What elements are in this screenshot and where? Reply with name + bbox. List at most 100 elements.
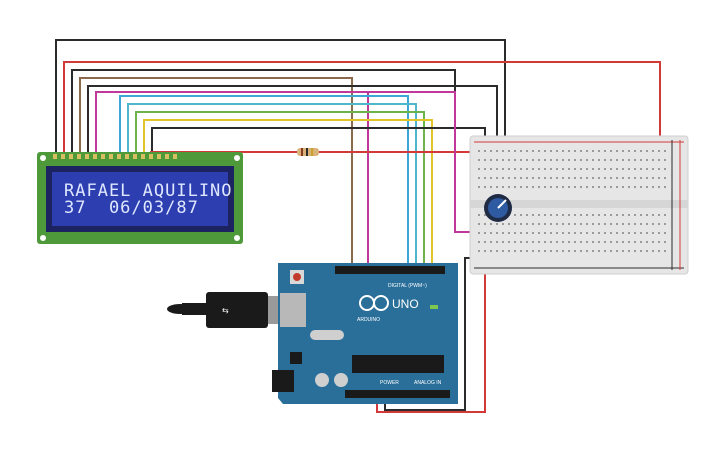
breadboard-hole [658,223,660,225]
breadboard-hole [568,250,570,252]
breadboard-hole [532,223,534,225]
breadboard-hole [550,250,552,252]
power-label: POWER [380,380,399,386]
breadboard-hole [598,241,600,243]
breadboard-hole [496,168,498,170]
breadboard-hole [622,150,624,152]
wire-red-top[interactable] [63,61,661,157]
breadboard-hole [478,241,480,243]
breadboard-hole [550,150,552,152]
breadboard-hole [592,159,594,161]
wire-green[interactable] [135,111,425,268]
breadboard-hole [652,168,654,170]
breadboard-hole [550,223,552,225]
breadboard-hole [544,223,546,225]
breadboard-hole [502,150,504,152]
breadboard-hole [598,159,600,161]
breadboard-hole [634,241,636,243]
breadboard-hole [664,223,666,225]
breadboard-hole [508,241,510,243]
breadboard-hole [580,214,582,216]
breadboard-hole [520,168,522,170]
breadboard-hole [616,168,618,170]
breadboard-hole [568,214,570,216]
breadboard-hole [640,168,642,170]
breadboard-hole [484,241,486,243]
breadboard-hole [586,232,588,234]
breadboard[interactable] [469,135,689,275]
breadboard-hole [580,159,582,161]
wire-cyan-2[interactable] [127,103,417,268]
breadboard-hole [478,159,480,161]
wire-cyan[interactable] [119,95,409,268]
breadboard-hole [550,241,552,243]
breadboard-hole [598,186,600,188]
breadboard-hole [604,186,606,188]
resistor[interactable] [297,148,319,156]
breadboard-hole [616,250,618,252]
breadboard-hole [616,177,618,179]
breadboard-hole [628,150,630,152]
breadboard-hole [526,186,528,188]
wire-brown[interactable] [79,77,353,268]
breadboard-hole [514,150,516,152]
breadboard-hole [658,186,660,188]
potentiometer[interactable] [484,194,512,222]
breadboard-hole [652,232,654,234]
breadboard-hole [646,159,648,161]
breadboard-holes [478,150,666,252]
breadboard-hole [664,250,666,252]
breadboard-hole [520,150,522,152]
breadboard-hole [634,186,636,188]
breadboard-hole [520,241,522,243]
breadboard-hole [580,250,582,252]
wire-black-4[interactable] [151,127,486,157]
breadboard-hole [568,150,570,152]
breadboard-hole [568,232,570,234]
breadboard-hole [508,150,510,152]
breadboard-hole [610,214,612,216]
breadboard-hole [586,150,588,152]
breadboard-hole [514,250,516,252]
breadboard-hole [664,241,666,243]
breadboard-hole [526,232,528,234]
breadboard-hole [568,241,570,243]
breadboard-hole [490,186,492,188]
breadboard-hole [484,250,486,252]
breadboard-hole [508,232,510,234]
breadboard-hole [574,241,576,243]
breadboard-hole [592,168,594,170]
breadboard-hole [496,241,498,243]
lcd-module[interactable] [37,152,243,244]
breadboard-hole [520,159,522,161]
breadboard-hole [586,177,588,179]
arduino-uno[interactable]: UNO ARDUINO DIGITAL (PWM~) POWER ANALOG … [272,263,458,404]
breadboard-hole [568,159,570,161]
breadboard-hole [592,177,594,179]
breadboard-hole [556,232,558,234]
breadboard-hole [628,241,630,243]
breadboard-hole [622,186,624,188]
breadboard-hole [490,150,492,152]
breadboard-hole [532,186,534,188]
wire-black-3[interactable] [87,85,498,157]
breadboard-hole [538,168,540,170]
breadboard-hole [526,168,528,170]
breadboard-hole [604,177,606,179]
breadboard-hole [556,186,558,188]
breadboard-hole [532,159,534,161]
wire-black-top[interactable] [55,39,506,157]
breadboard-hole [562,150,564,152]
breadboard-hole [568,223,570,225]
breadboard-hole [556,250,558,252]
breadboard-hole [664,159,666,161]
breadboard-hole [526,250,528,252]
wire-yellow[interactable] [143,119,433,268]
breadboard-hole [562,223,564,225]
breadboard-hole [592,150,594,152]
breadboard-hole [628,186,630,188]
breadboard-hole [496,159,498,161]
lcd-mount-hole [40,155,46,161]
breadboard-hole [610,177,612,179]
